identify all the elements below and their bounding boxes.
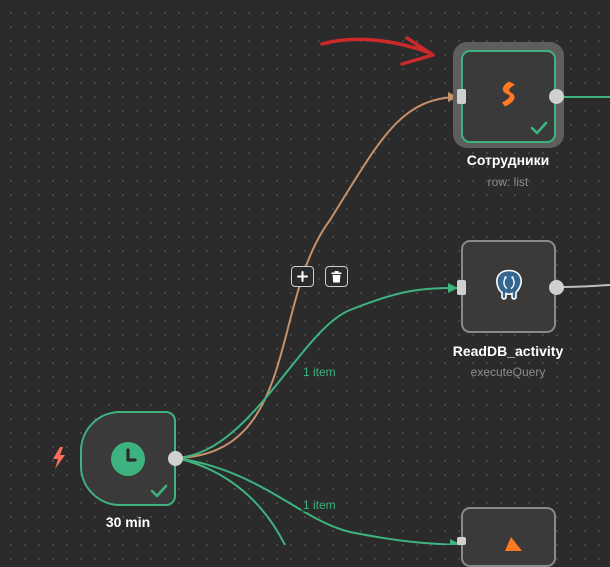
node-sotrudniki[interactable] <box>461 50 556 143</box>
connection-trigger-to-node-3[interactable] <box>175 457 461 545</box>
node-readdb-activity[interactable] <box>461 240 556 333</box>
output-port[interactable] <box>168 451 183 466</box>
clock-icon <box>111 442 145 476</box>
input-port[interactable] <box>457 537 466 545</box>
output-port[interactable] <box>549 280 564 295</box>
trigger-bolt-icon <box>52 447 66 474</box>
node-subtitle: executeQuery <box>470 365 546 379</box>
node-schedule-trigger[interactable] <box>80 411 176 506</box>
edge-label-readdb-items: 1 item <box>301 365 338 379</box>
node-subtitle: row: list <box>487 175 529 189</box>
smartsheet-logo-icon <box>500 537 522 556</box>
delete-connection-button[interactable] <box>325 266 348 287</box>
add-node-button[interactable] <box>291 266 314 287</box>
connection-trigger-to-node-4[interactable] <box>175 457 286 545</box>
annotation-arrow-head <box>400 36 435 66</box>
annotation-arrow <box>320 37 432 55</box>
trash-icon <box>331 270 342 282</box>
output-port[interactable] <box>549 89 564 104</box>
checkmark-icon <box>150 484 168 498</box>
node-smartsheet-partial[interactable] <box>461 507 556 567</box>
connection-trigger-to-sotrudniki[interactable] <box>175 96 459 459</box>
smartsheet-logo-icon <box>496 79 522 114</box>
node-title: ReadDB_activity <box>452 343 564 359</box>
checkmark-icon <box>530 121 548 135</box>
node-title: 30 min <box>105 514 151 530</box>
input-port[interactable] <box>457 89 466 104</box>
arrowhead-readdb <box>448 283 458 293</box>
connection-trigger-to-readdb[interactable] <box>175 287 459 459</box>
input-port[interactable] <box>457 280 466 295</box>
edge-label-node-3-items: 1 item <box>301 498 338 512</box>
plus-icon <box>297 271 308 282</box>
node-title: Сотрудники <box>466 152 550 168</box>
postgres-elephant-icon <box>491 266 527 307</box>
connection-readdb-out[interactable] <box>555 284 610 288</box>
